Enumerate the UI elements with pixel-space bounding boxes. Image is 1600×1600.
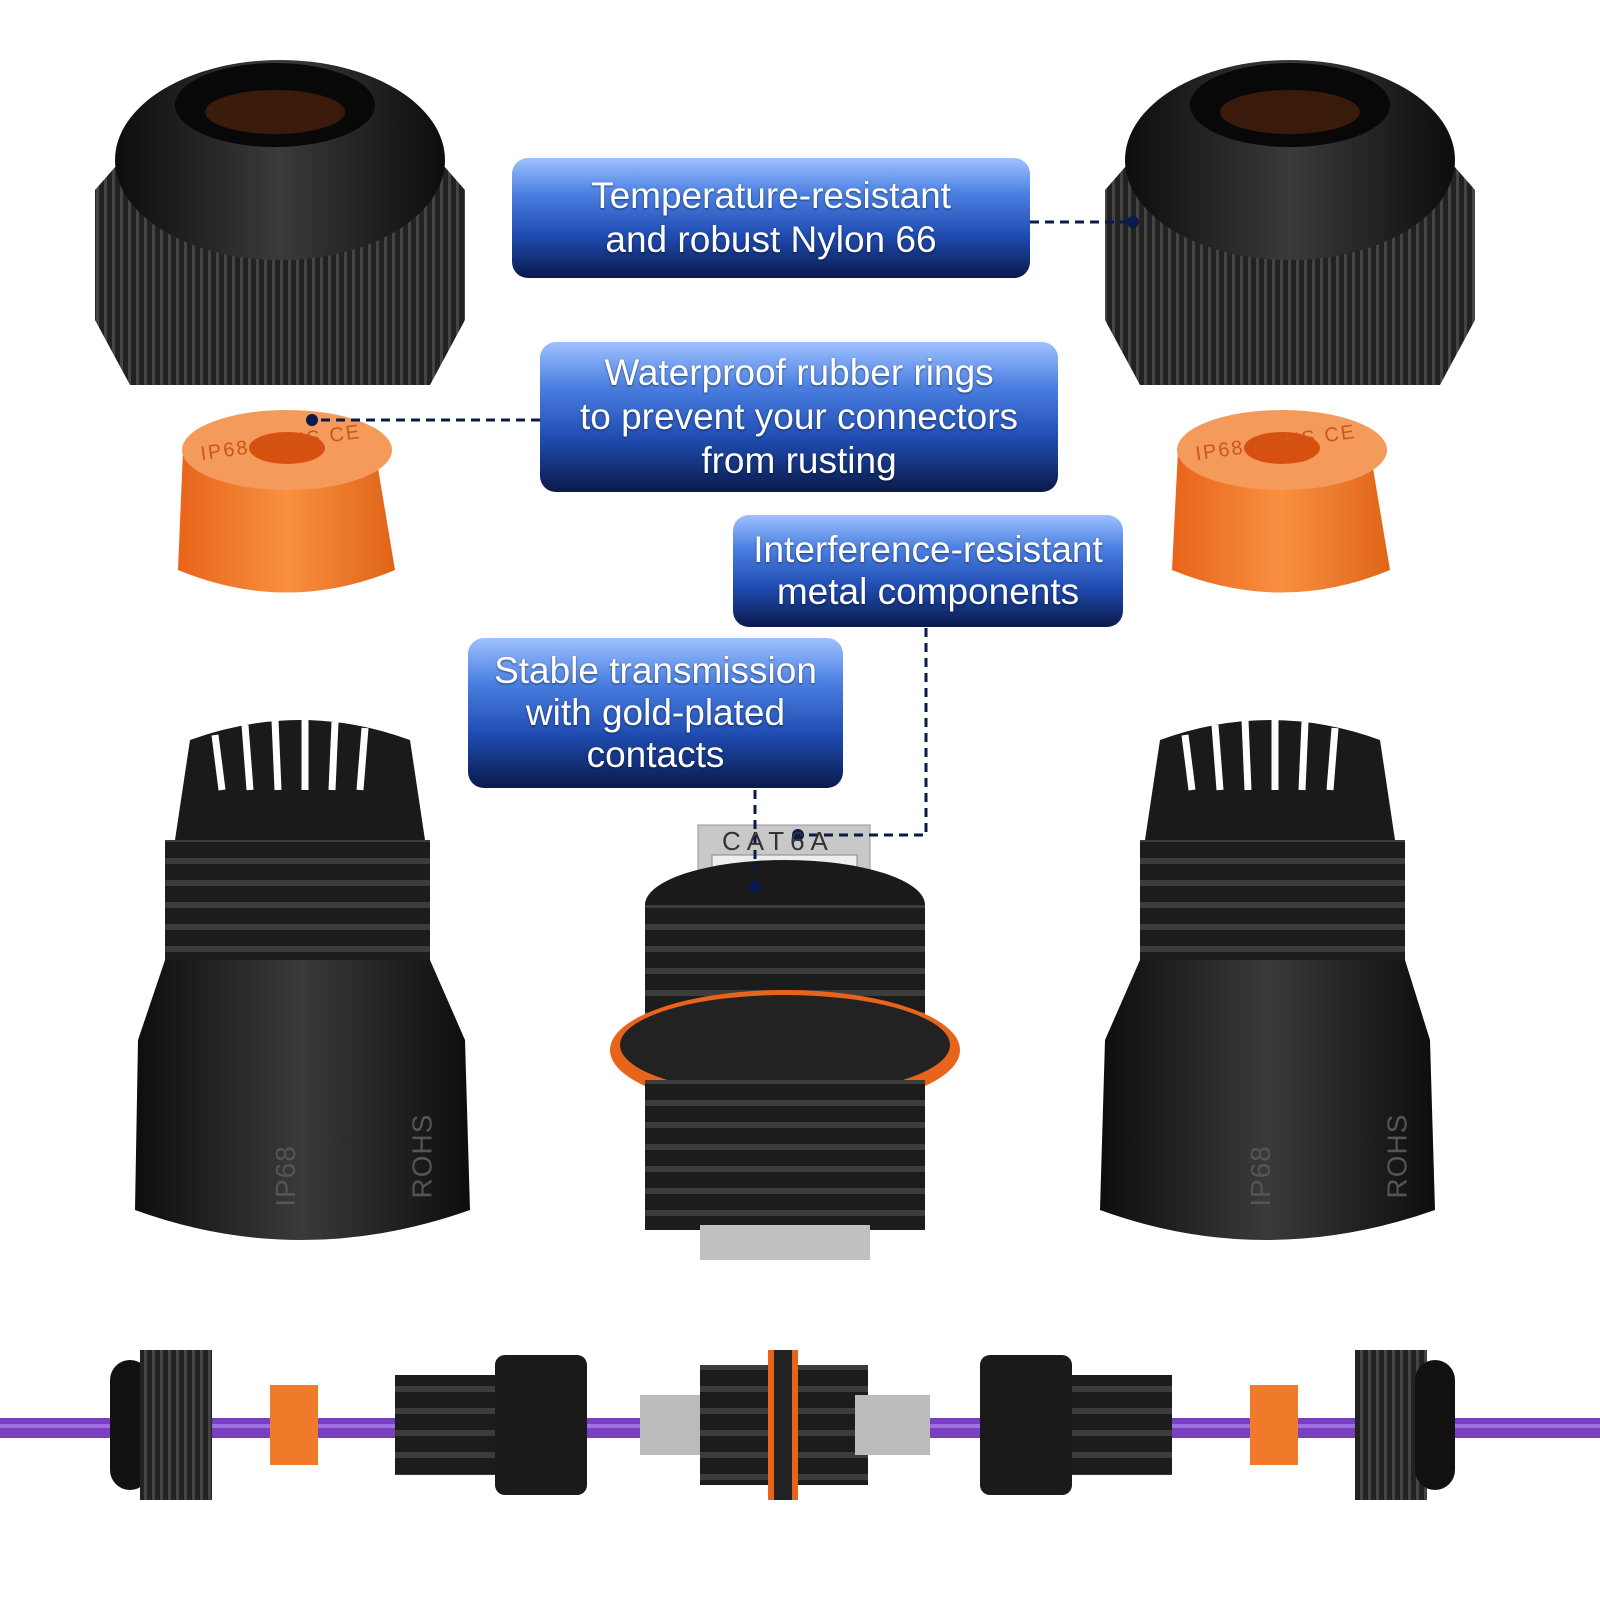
gland-body-left xyxy=(135,719,470,1240)
assembly-row xyxy=(0,1350,1600,1500)
callout-line: with gold-plated xyxy=(525,692,786,733)
rohs-marking-left: ROHS xyxy=(406,1113,438,1199)
callout-line: Interference-resistant xyxy=(753,529,1103,570)
gland-body-right xyxy=(1100,719,1435,1240)
cap-nut-left xyxy=(95,60,465,385)
cap-nut-right xyxy=(1105,60,1475,385)
rubber-ring-left xyxy=(178,410,395,593)
rubber-ring-right xyxy=(1172,410,1390,593)
callout-line: Waterproof rubber rings xyxy=(604,352,994,393)
callout-metal: Interference-resistant metal components xyxy=(733,515,1123,627)
callout-line: contacts xyxy=(586,734,725,775)
callout-rubber: Waterproof rubber rings to prevent your … xyxy=(540,342,1058,492)
cat6a-marking: CAT6A xyxy=(722,826,834,856)
callout-line: metal components xyxy=(776,571,1080,612)
center-coupler xyxy=(610,824,960,1260)
leader-lines xyxy=(312,220,1133,887)
callout-nylon: Temperature-resistant and robust Nylon 6… xyxy=(512,158,1030,278)
callout-line: to prevent your connectors xyxy=(579,396,1019,437)
callout-line: from rusting xyxy=(701,440,897,481)
callout-line: Temperature-resistant xyxy=(591,175,951,216)
ip68-marking-left: IP68 xyxy=(269,1145,301,1207)
ip68-marking-right: IP68 xyxy=(1244,1145,1276,1207)
leader-dots xyxy=(306,216,1139,893)
callout-line: and robust Nylon 66 xyxy=(605,219,937,260)
rohs-marking-right: ROHS xyxy=(1381,1113,1413,1199)
callout-line: Stable transmission xyxy=(494,650,817,691)
callout-gold: Stable transmission with gold-plated con… xyxy=(468,638,843,788)
